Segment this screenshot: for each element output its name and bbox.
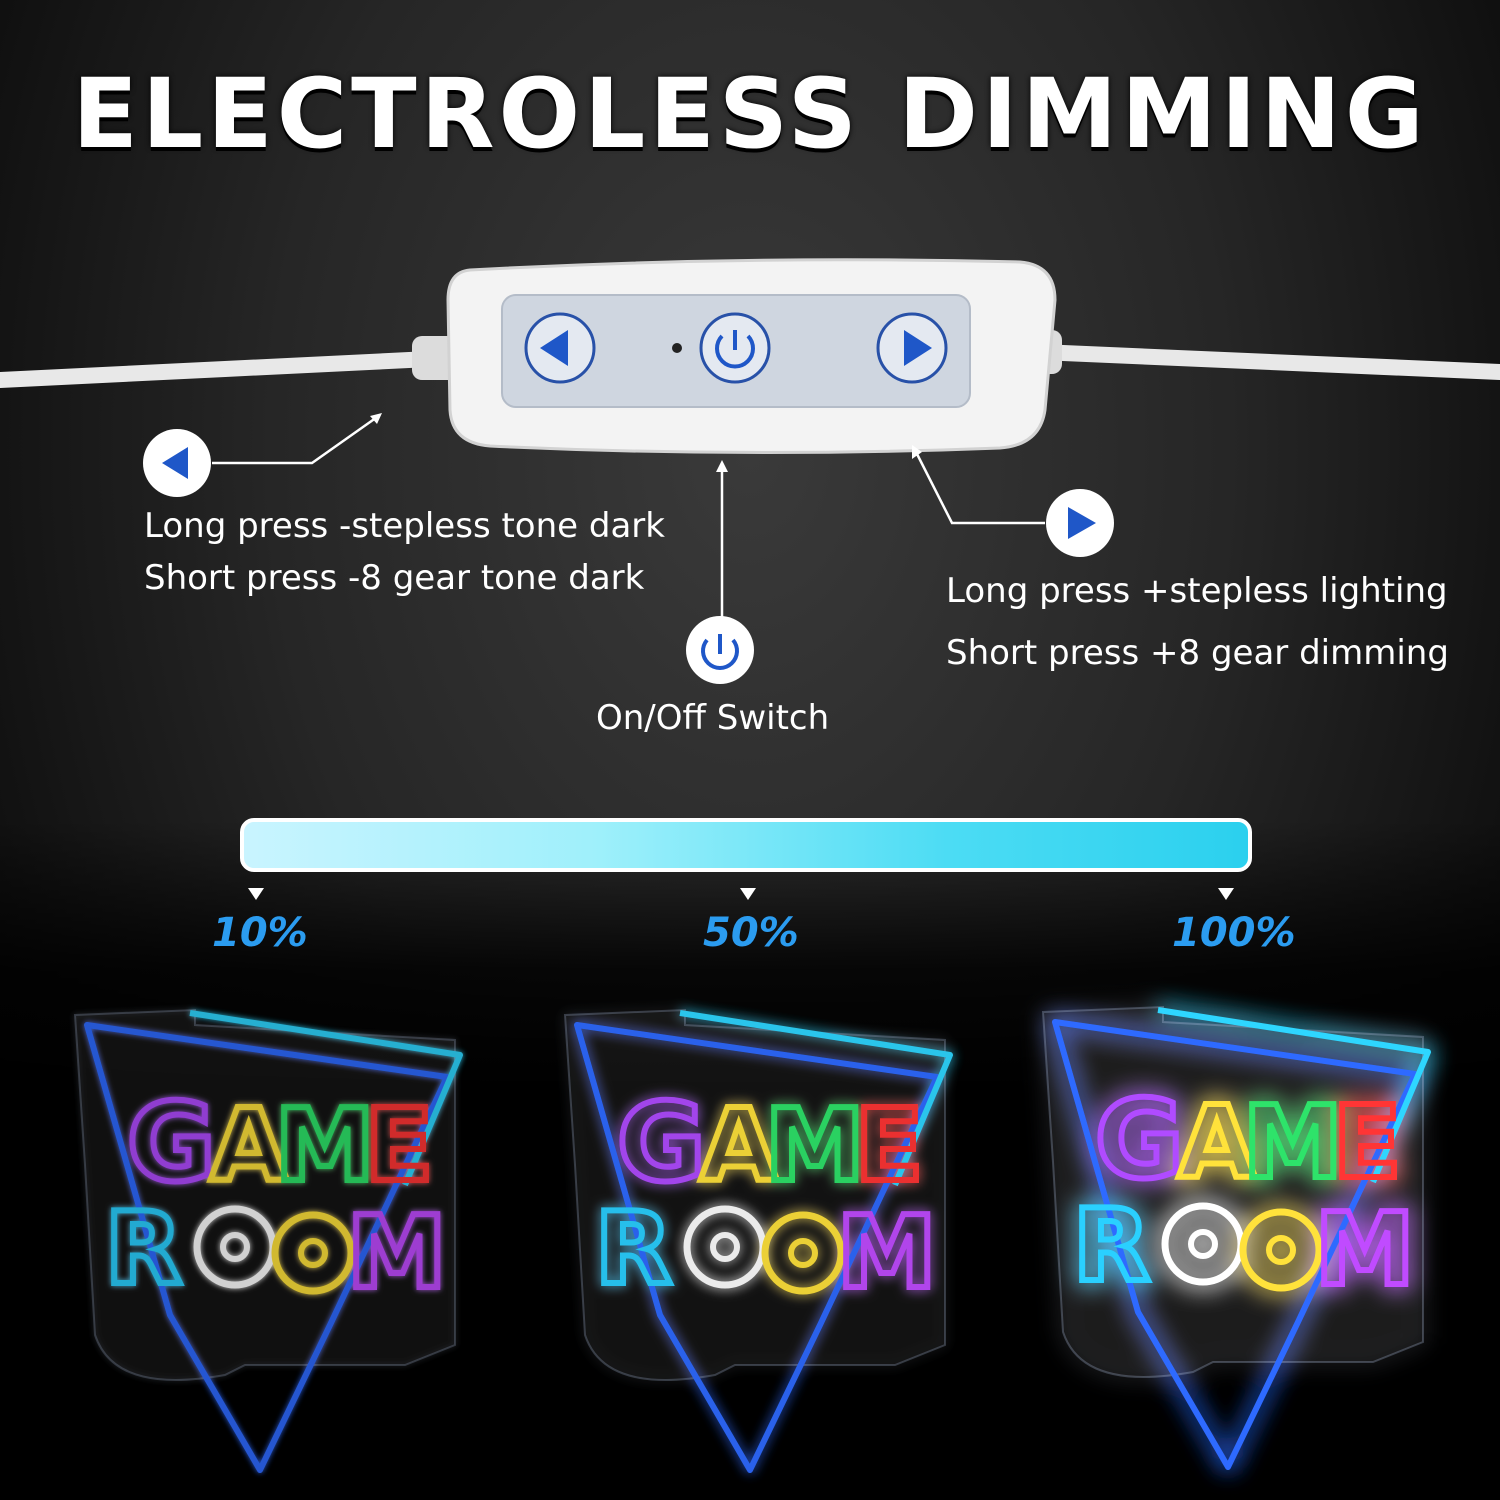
marker-10 xyxy=(248,888,264,900)
dimmer-controller-graphic xyxy=(0,258,1500,684)
left-short-press-text: Short press -8 gear tone dark xyxy=(144,558,645,598)
right-callout-line xyxy=(913,449,1045,525)
marker-50 xyxy=(740,888,756,900)
marker-100 xyxy=(1218,888,1234,900)
right-callout-badge xyxy=(1046,489,1114,557)
right-button-description: Long press +stepless lighting Short pres… xyxy=(946,560,1449,684)
left-long-press-text: Long press -stepless tone dark xyxy=(144,506,665,546)
left-button-description: Long press -stepless tone dark Short pre… xyxy=(144,500,665,604)
brightness-label-10: 10% xyxy=(212,910,308,956)
right-cable xyxy=(1032,344,1500,380)
controller-dim-up-button[interactable] xyxy=(876,312,948,384)
power-icon xyxy=(701,634,739,670)
power-switch-label: On/Off Switch xyxy=(596,698,830,738)
triangle-right-icon xyxy=(904,330,932,366)
right-short-press-text: Short press +8 gear dimming xyxy=(946,633,1449,673)
game-room-sign-50 xyxy=(565,1010,950,1470)
game-room-sign-10 xyxy=(75,1010,460,1470)
brightness-gradient-bar xyxy=(240,818,1252,872)
left-cable xyxy=(0,350,458,388)
power-icon xyxy=(715,330,755,369)
game-room-sign-100 xyxy=(1043,1007,1428,1467)
controller-dim-down-button[interactable] xyxy=(524,312,596,384)
triangle-left-icon xyxy=(162,447,188,479)
brightness-label-50: 50% xyxy=(703,910,799,956)
right-long-press-text: Long press +stepless lighting xyxy=(946,571,1448,611)
triangle-right-icon xyxy=(1068,507,1096,539)
controller-power-button[interactable] xyxy=(699,312,771,384)
power-callout-badge xyxy=(686,616,754,684)
left-callout-line xyxy=(212,413,381,465)
page-title: ELECTROLESS DIMMING xyxy=(72,58,1428,170)
indicator-light xyxy=(672,343,682,353)
left-callout-badge xyxy=(143,429,211,497)
triangle-left-icon xyxy=(540,330,568,366)
brightness-label-100: 100% xyxy=(1172,910,1296,956)
